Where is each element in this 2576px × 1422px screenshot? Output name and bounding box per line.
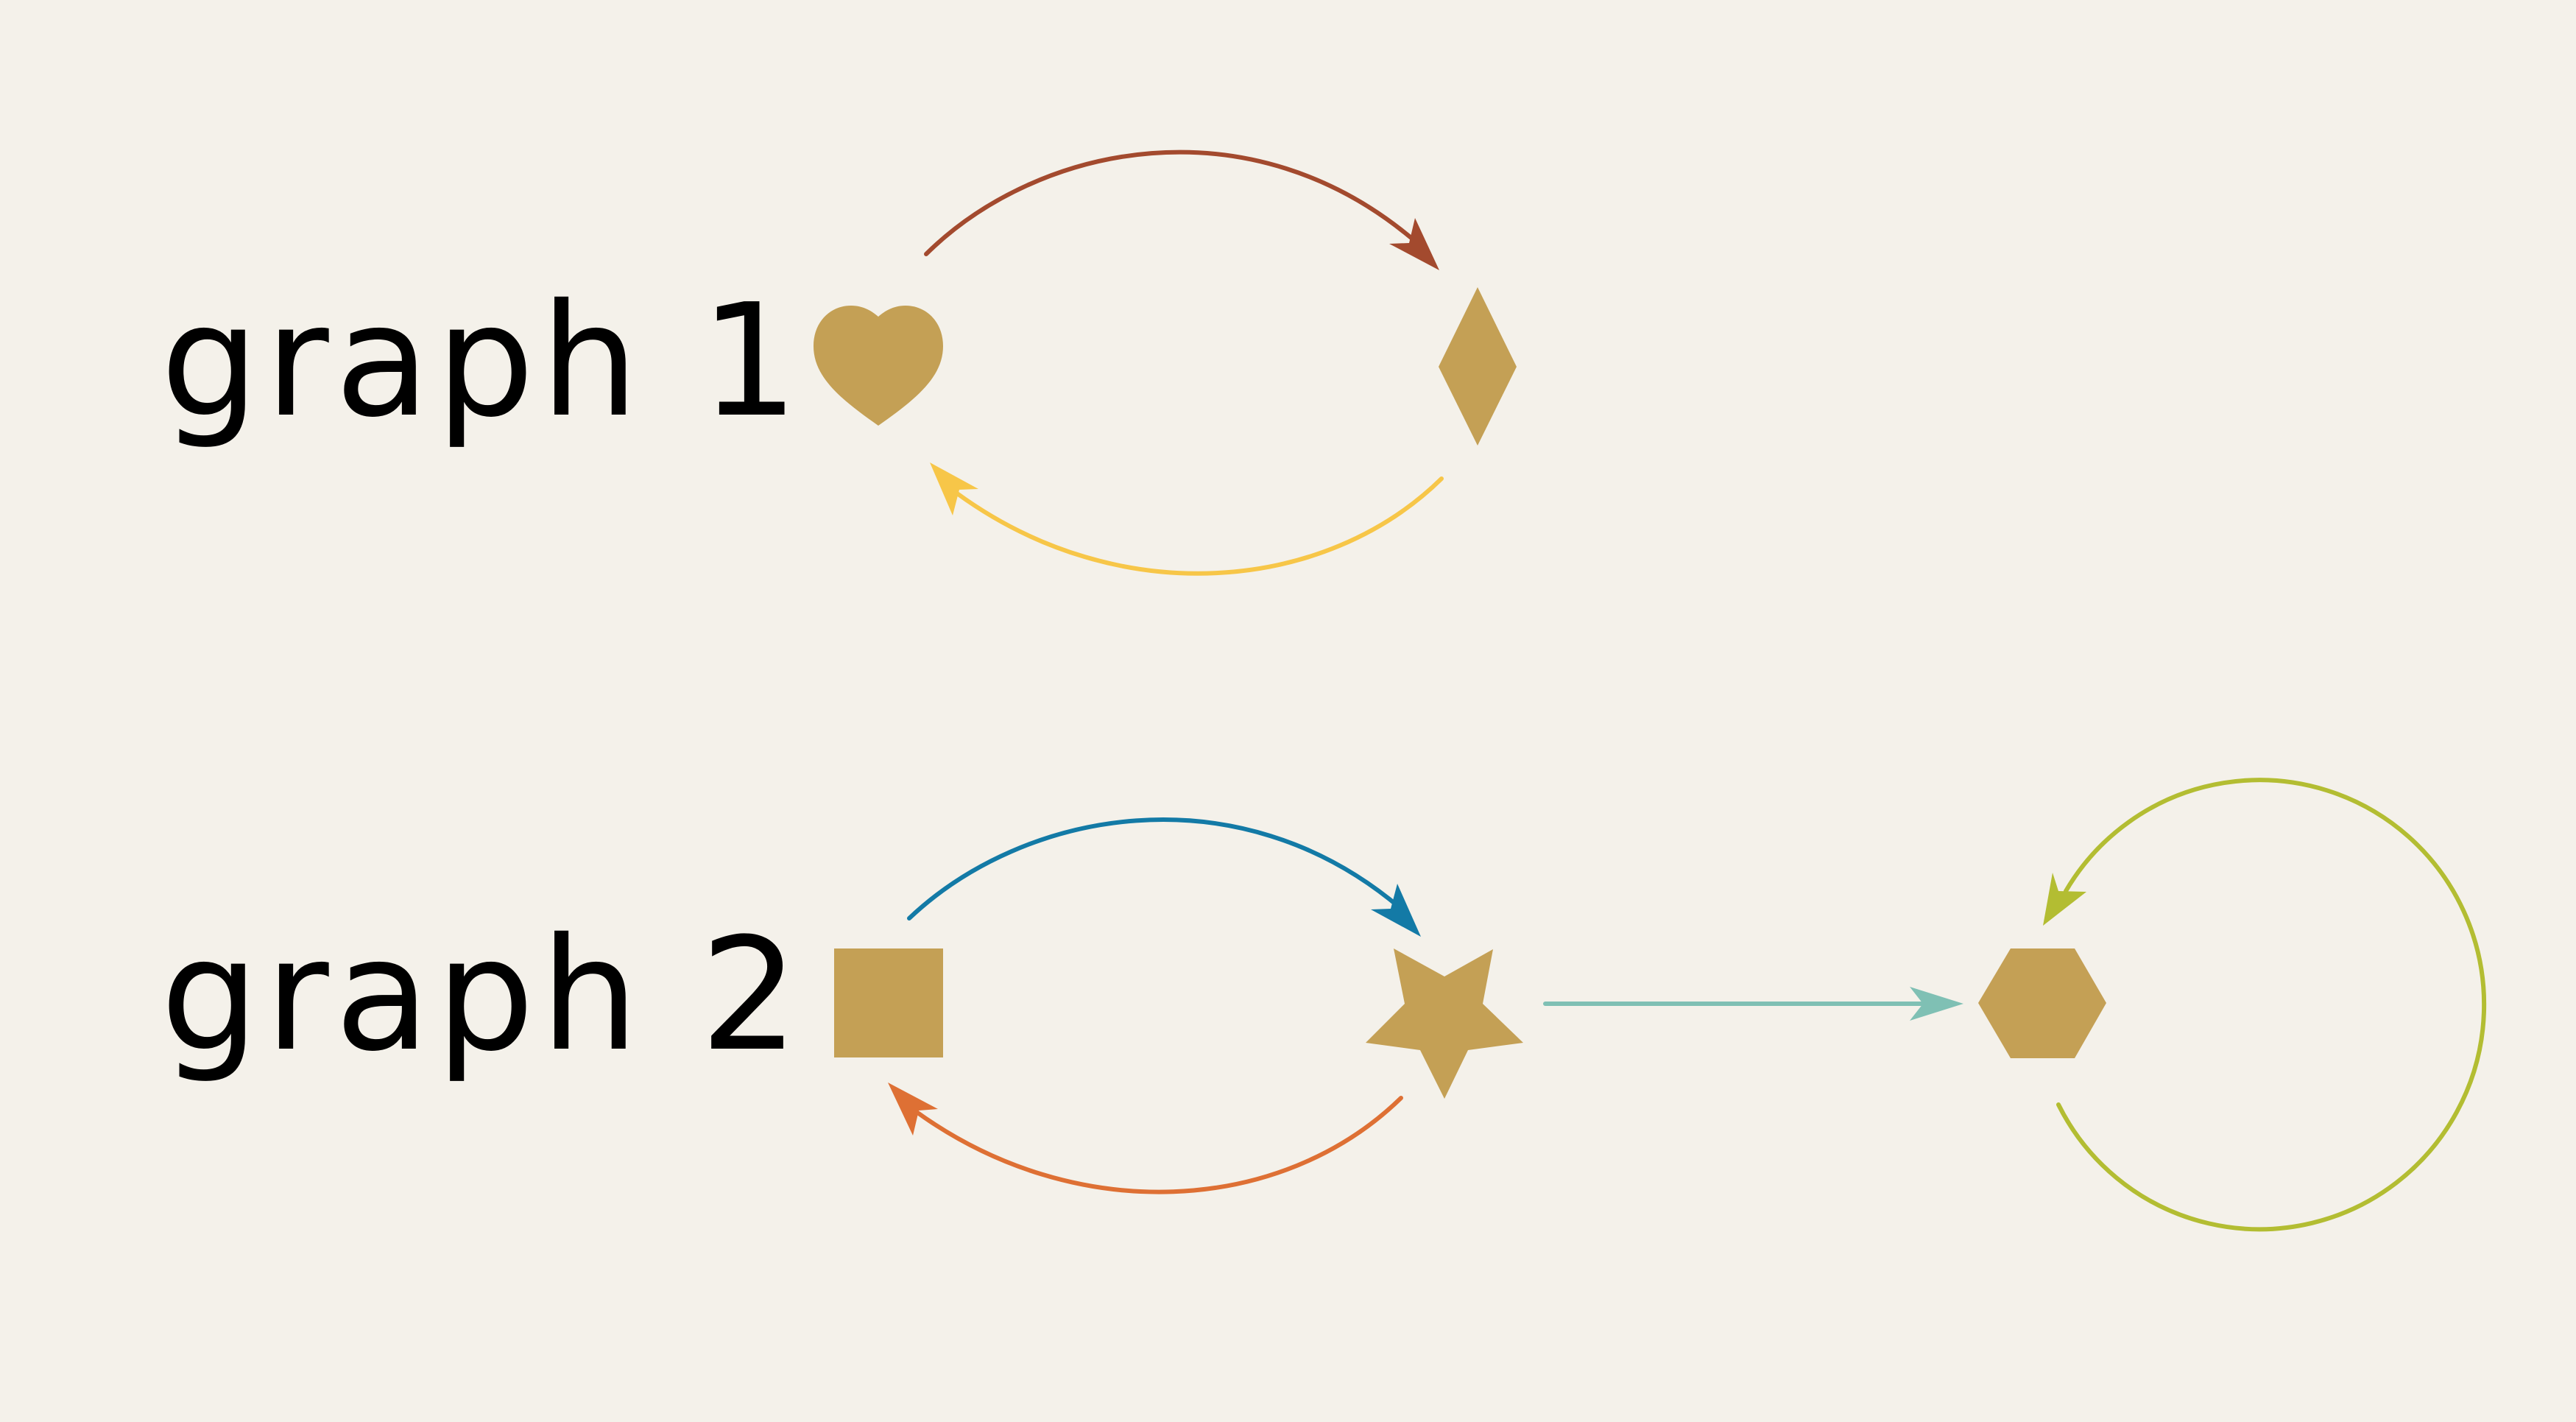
edge-star-to-hexagon-arrowhead — [1910, 987, 1963, 1021]
star-node[interactable] — [1366, 948, 1523, 1099]
edge-diamond-to-heart-line — [955, 476, 1444, 576]
edge-star-to-square — [888, 1083, 1403, 1194]
edge-heart-to-diamond-arrowhead — [1389, 218, 1439, 270]
heart-node[interactable] — [814, 306, 943, 426]
hexagon-node[interactable] — [1978, 948, 2106, 1058]
graph-2: graph 2 — [160, 778, 2487, 1232]
edge-hexagon-self-loop-line — [2056, 778, 2487, 1232]
edge-heart-to-diamond — [924, 149, 1439, 270]
edge-square-to-star-line — [907, 817, 1402, 921]
square-node[interactable] — [834, 948, 943, 1057]
edge-diamond-to-heart — [930, 462, 1444, 576]
edge-star-to-square-line — [914, 1096, 1403, 1194]
graph-1-label: graph 1 — [160, 270, 805, 451]
edge-star-to-hexagon — [1543, 987, 1963, 1021]
edge-square-to-star — [907, 817, 1421, 937]
edge-square-to-star-arrowhead — [1371, 884, 1421, 937]
edge-hexagon-self-loop — [2043, 778, 2487, 1232]
edge-hexagon-self-loop-arrowhead — [2043, 873, 2086, 926]
diamond-node[interactable] — [1439, 287, 1517, 446]
edge-diamond-to-heart-arrowhead — [930, 462, 978, 515]
edge-heart-to-diamond-line — [924, 149, 1419, 256]
graph-2-label: graph 2 — [160, 904, 805, 1085]
edge-star-to-square-arrowhead — [888, 1083, 938, 1136]
graph-1: graph 1 — [160, 149, 1517, 576]
